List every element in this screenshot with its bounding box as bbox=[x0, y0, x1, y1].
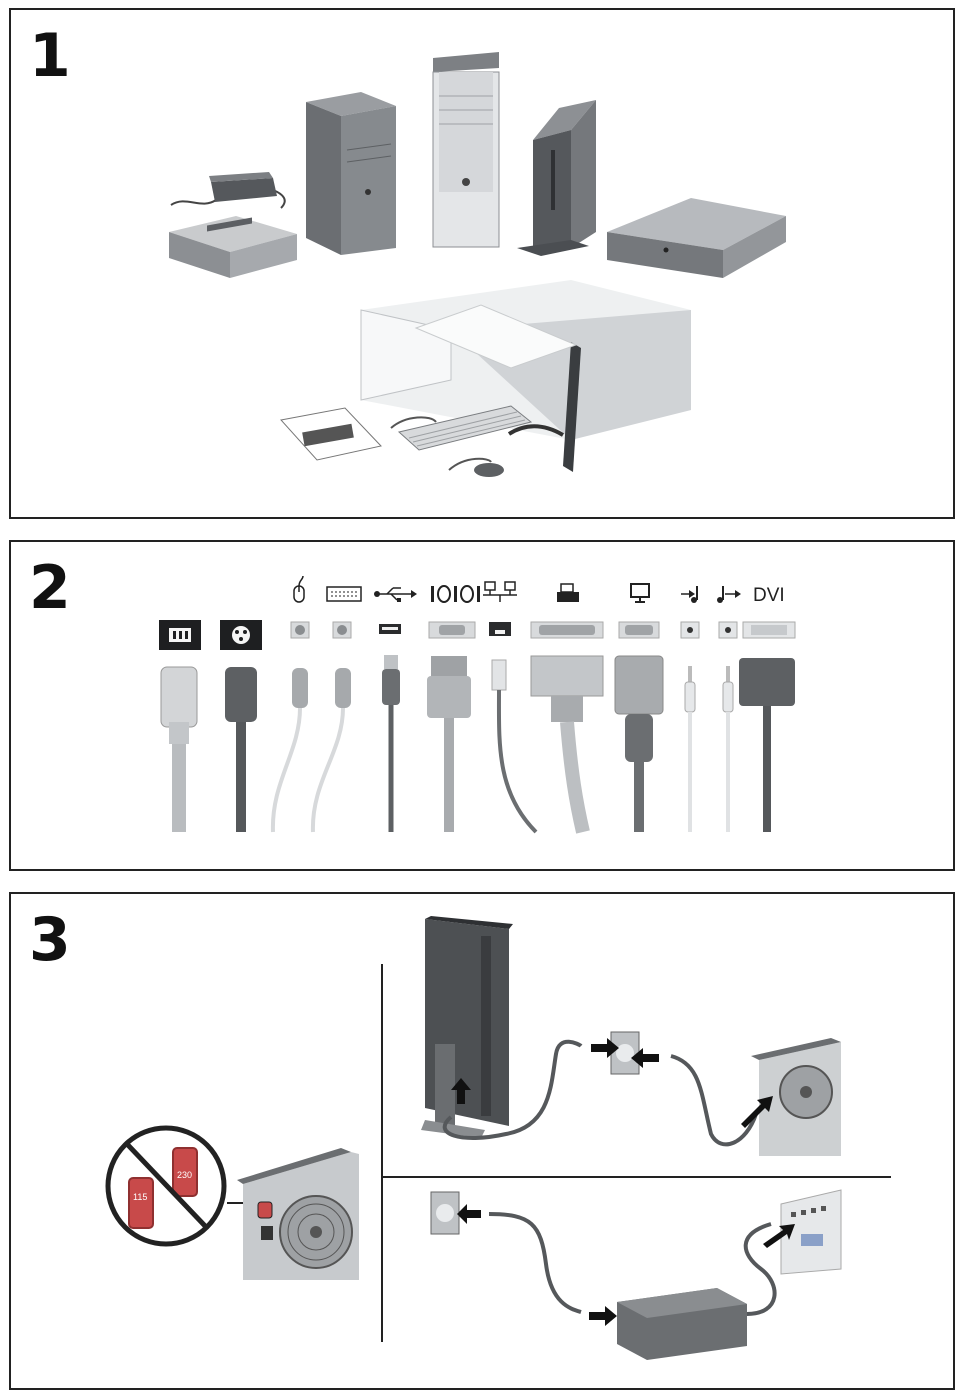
mouse-port-icon bbox=[293, 575, 305, 603]
step-number: 3 bbox=[29, 905, 71, 975]
usb-socket-icon bbox=[379, 624, 401, 634]
unboxing-illustration bbox=[169, 52, 786, 477]
monitor-power-socket-icon bbox=[220, 620, 262, 650]
computer-power-cable bbox=[670, 1054, 758, 1147]
rj45-socket-icon bbox=[489, 622, 511, 636]
voltage-warning-icon: 115 230 bbox=[105, 1125, 227, 1247]
mouse-icon bbox=[474, 463, 504, 477]
ultra-slim-desktop-icon bbox=[169, 216, 297, 278]
wall-outlet-bottom-icon bbox=[430, 1191, 460, 1235]
dvi-cable-icon bbox=[739, 658, 795, 832]
step-1-panel: 1 bbox=[9, 8, 955, 519]
power-adapter-icon bbox=[170, 172, 286, 209]
keyboard-port-icon bbox=[326, 586, 362, 602]
serial-cable-icon bbox=[427, 656, 471, 832]
computer-rear-ports-icon bbox=[780, 1189, 842, 1275]
step-2-panel: 2 bbox=[9, 540, 955, 871]
documentation-icon bbox=[280, 407, 382, 461]
power-socket-icon bbox=[159, 620, 201, 650]
parallel-cable-icon bbox=[530, 655, 604, 834]
network-cable-icon bbox=[491, 659, 538, 834]
power-connection-illustration: 115 230 bbox=[105, 916, 891, 1360]
minitower-icon bbox=[306, 92, 396, 255]
monitor-rear-icon bbox=[421, 916, 513, 1138]
ps2-mouse-port-icon bbox=[290, 621, 310, 639]
convertible-minitower-icon bbox=[432, 52, 500, 248]
arrow-icon bbox=[457, 1204, 481, 1224]
shipping-box-icon bbox=[360, 280, 691, 472]
voltage-115-switch bbox=[128, 1177, 154, 1229]
audio-out-cable-icon bbox=[722, 666, 734, 832]
usb-port-icon bbox=[374, 587, 417, 602]
step-3-panel: 3 115 230 bbox=[9, 892, 955, 1390]
computer-rear-icon bbox=[751, 1038, 841, 1156]
vga-socket-icon bbox=[618, 621, 660, 639]
audio-in-port-icon bbox=[681, 586, 698, 603]
monitor-power-plug-icon bbox=[225, 667, 257, 832]
arrow-icon bbox=[591, 1038, 619, 1058]
voltage-230-label: 230 bbox=[177, 1170, 192, 1180]
adapter-ac-cable bbox=[488, 1212, 582, 1314]
voltage-115-label: 115 bbox=[133, 1192, 147, 1202]
serial-socket-icon bbox=[428, 621, 476, 639]
small-form-factor-desktop-icon bbox=[607, 198, 786, 278]
monitor-power-cable bbox=[442, 1039, 583, 1140]
printer-port-icon bbox=[557, 583, 579, 602]
audio-out-jack-icon bbox=[718, 621, 738, 639]
network-port-icon bbox=[483, 581, 517, 602]
audio-out-port-icon bbox=[717, 586, 741, 603]
power-adapter-brick-icon bbox=[617, 1288, 747, 1360]
monitor-port-icon bbox=[630, 583, 650, 603]
wall-outlet-top-icon bbox=[610, 1031, 640, 1075]
arrow-icon bbox=[631, 1048, 659, 1068]
keyboard-cable-icon bbox=[310, 668, 351, 833]
dvi-port-label: DVI bbox=[753, 585, 785, 606]
power-cord-plug-icon bbox=[160, 666, 198, 832]
parallel-socket-icon bbox=[530, 621, 604, 639]
usb-cable-icon bbox=[382, 655, 400, 832]
voltage-230-switch bbox=[172, 1147, 198, 1197]
mouse-cable-icon bbox=[270, 668, 308, 833]
vga-cable-icon bbox=[614, 655, 664, 832]
step-number: 2 bbox=[29, 553, 71, 623]
arrow-icon bbox=[763, 1224, 795, 1248]
dvi-socket-icon bbox=[742, 621, 796, 639]
audio-in-cable-icon bbox=[684, 666, 696, 832]
computer-rear-fan-icon bbox=[237, 1148, 359, 1280]
ps2-keyboard-port-icon bbox=[332, 621, 352, 639]
keyboard-icon bbox=[397, 405, 533, 451]
connectors-illustration: DVI bbox=[159, 575, 796, 834]
arrow-icon bbox=[589, 1306, 617, 1326]
serial-port-icon bbox=[431, 585, 480, 603]
arrow-icon bbox=[451, 1078, 471, 1104]
accessories-icon bbox=[390, 416, 565, 477]
adapter-dc-cable bbox=[743, 1222, 777, 1316]
step-number: 1 bbox=[29, 21, 71, 91]
arrow-icon bbox=[741, 1096, 773, 1128]
audio-in-jack-icon bbox=[680, 621, 700, 639]
small-form-factor-tower-icon bbox=[517, 100, 596, 256]
